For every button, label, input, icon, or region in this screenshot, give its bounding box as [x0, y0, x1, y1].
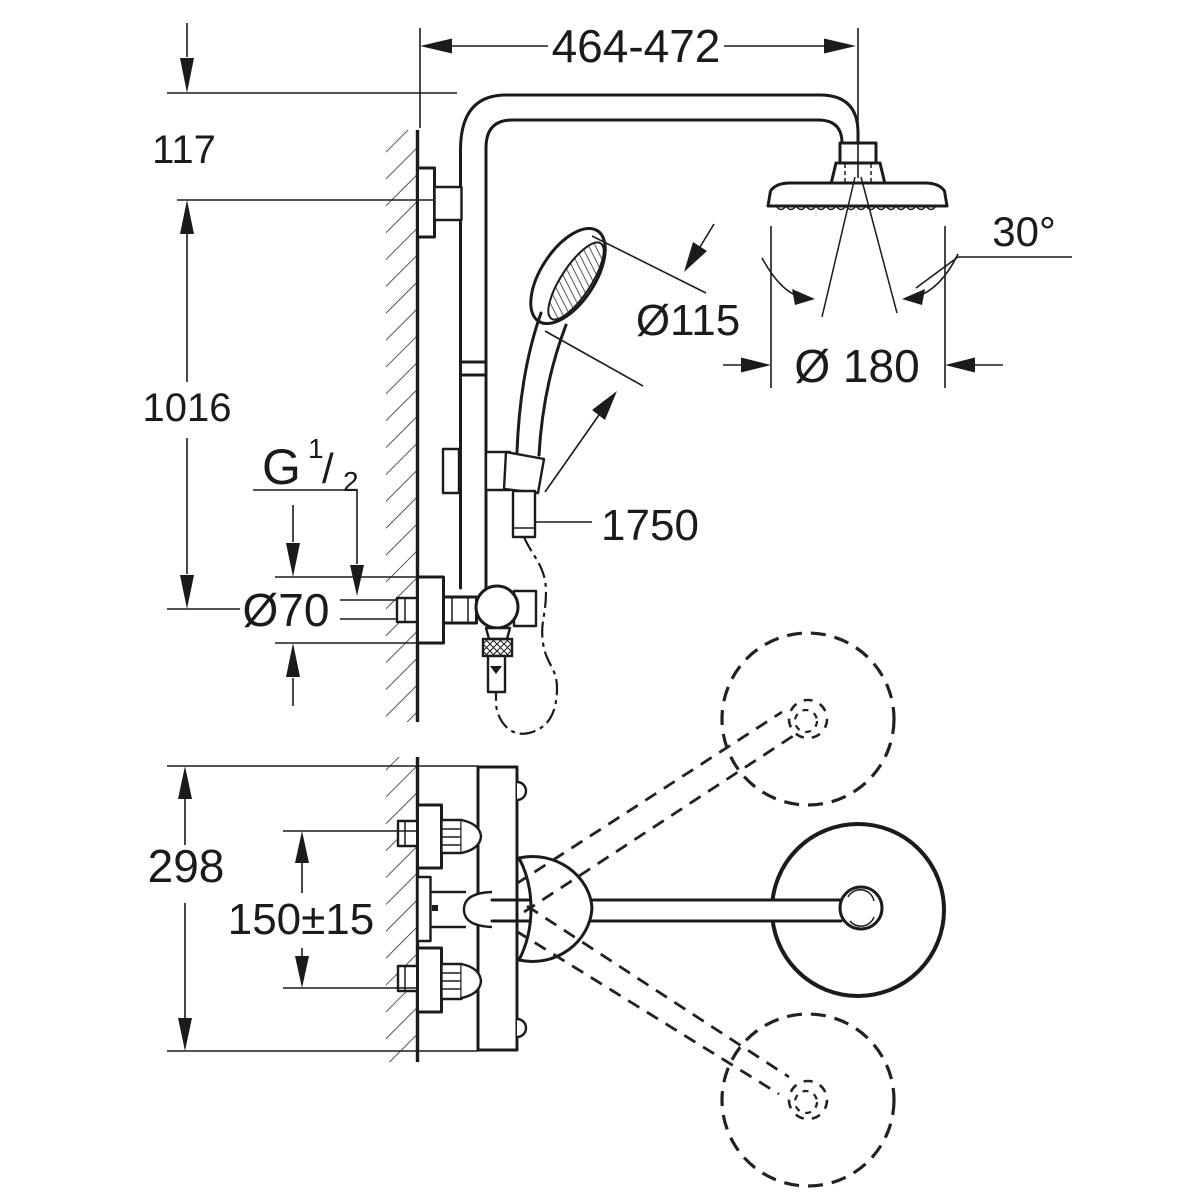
- dim-thread-size: G 1 / 2: [253, 433, 364, 596]
- wall-section-upper: [386, 130, 420, 722]
- wall-offset-label: 117: [152, 128, 216, 172]
- dim-spray-angle: 30°: [915, 208, 1072, 289]
- dim-hose-length: 1750: [534, 501, 699, 550]
- hand-shower: [515, 226, 607, 457]
- thread-slash-label: /: [322, 445, 334, 492]
- wall-mount-bracket: [416, 166, 463, 239]
- connection-spacing-label: 150±15: [228, 895, 375, 944]
- top-width-label: 464-472: [552, 20, 721, 72]
- swivel-position-upper: [515, 631, 896, 914]
- head-diameter-label: Ø 180: [794, 340, 919, 392]
- dim-wall-offset: 117: [152, 23, 457, 201]
- rail-height-label: 1016: [143, 386, 232, 430]
- thread-sup-label: 1: [308, 433, 324, 464]
- dim-body-height: 298: [148, 765, 478, 1052]
- center-outlet: [416, 875, 493, 943]
- supply-connection-bottom: [396, 946, 483, 1014]
- dim-top-width: 464-472: [419, 20, 859, 178]
- side-elevation-view: 30° Ø 180: [143, 20, 1072, 735]
- hand-shower-holder: [441, 447, 546, 539]
- hand-diameter-label: Ø115: [636, 296, 740, 345]
- swivel-position-lower: [515, 904, 896, 1188]
- head-shower: [766, 181, 949, 211]
- body-height-label: 298: [148, 840, 225, 892]
- dim-rail-height: 1016: [143, 200, 240, 610]
- shower-rail-and-arm: [459, 93, 860, 590]
- dim-head-shower-diameter: Ø 180: [723, 226, 1003, 392]
- spray-angle-label: 30°: [992, 208, 1056, 255]
- hose-length-label: 1750: [601, 501, 699, 550]
- escutcheon-diameter-label: Ø70: [243, 584, 330, 636]
- thread-g-label: G: [262, 439, 301, 495]
- spray-angle-indicator: [761, 176, 959, 318]
- supply-connection-top: [396, 803, 483, 870]
- wall-section-lower: [386, 757, 420, 1062]
- top-down-view: 298 150±15: [148, 631, 946, 1188]
- thermostat-valve: [395, 575, 538, 694]
- temperature-knob: [474, 584, 520, 630]
- dim-escutcheon-diameter: Ø70: [243, 505, 417, 706]
- dim-hand-shower-diameter: Ø115: [544, 223, 740, 493]
- dim-connection-spacing: 150±15: [228, 830, 417, 989]
- arm-ball-joint: [838, 885, 884, 931]
